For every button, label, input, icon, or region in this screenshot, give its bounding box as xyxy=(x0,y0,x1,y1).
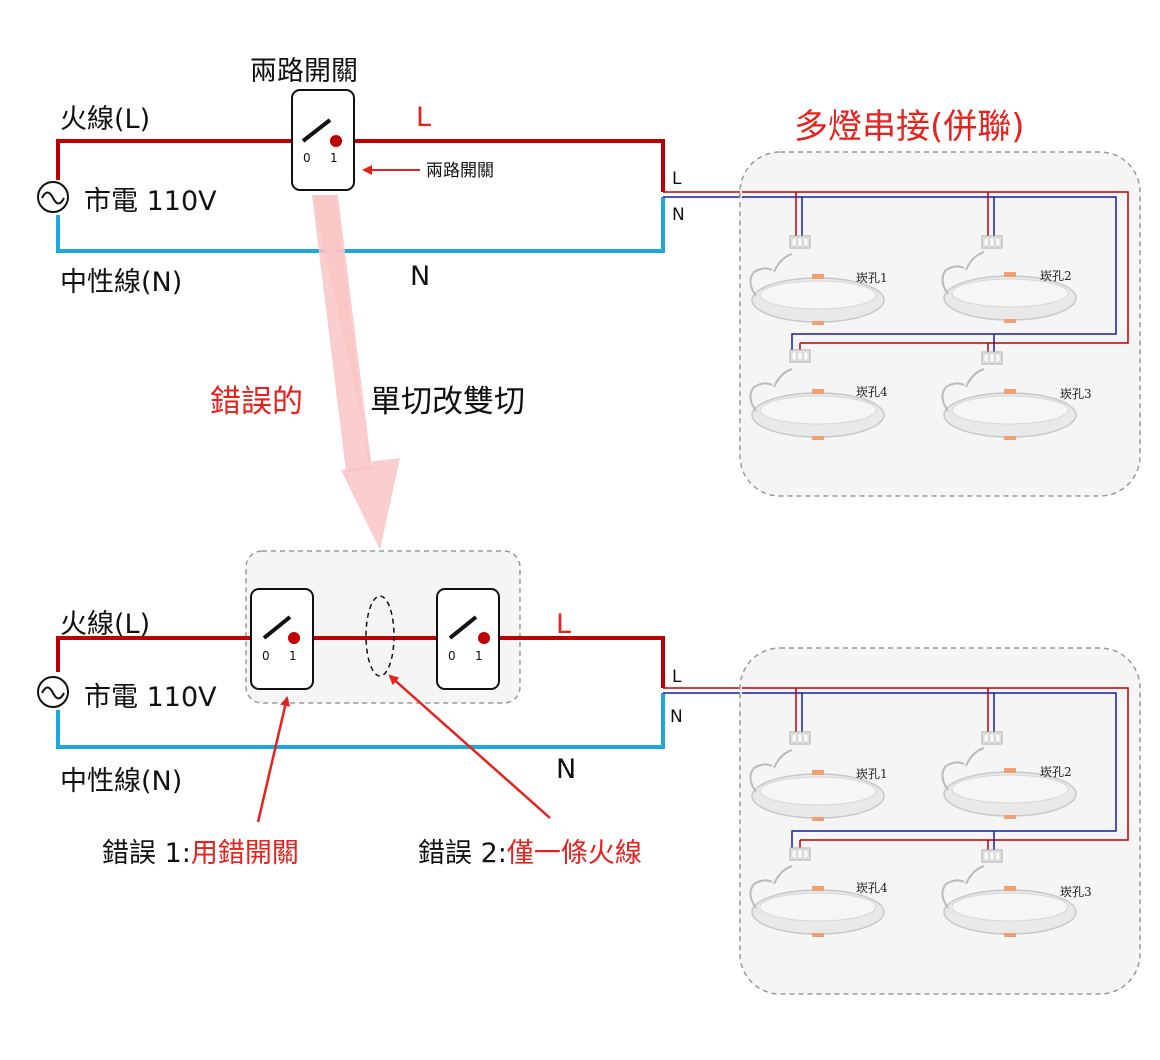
middle-black-text: 單切改雙切 xyxy=(370,384,525,420)
top-n-label: N xyxy=(410,261,430,292)
top-panel-l: L xyxy=(672,169,682,189)
middle-red-text: 錯誤的 xyxy=(210,384,303,420)
top-switch-box xyxy=(291,89,355,191)
top-panel-n: N xyxy=(672,205,685,225)
bottom-switch-2-pos-0: 0 xyxy=(448,649,456,663)
top-lamp-2-label: 崁孔2 xyxy=(1040,269,1072,283)
top-lamp-1-label: 崁孔1 xyxy=(856,271,888,285)
bottom-lamp-1-label: 崁孔1 xyxy=(856,767,888,781)
top-lamp-panel xyxy=(739,151,1141,497)
bottom-neutral-wire xyxy=(56,693,665,749)
top-neutral-wire xyxy=(56,197,665,253)
top-switch-contact xyxy=(330,135,342,147)
single-live-wire-marker xyxy=(365,595,395,677)
bottom-l-label: L xyxy=(556,609,571,640)
top-switch-callout: 兩路開關 xyxy=(426,161,494,181)
bottom-switch-1-pos-0: 0 xyxy=(262,649,270,663)
bottom-mains-label: 市電 110V xyxy=(84,682,217,713)
top-l-label: L xyxy=(416,102,431,133)
top-neutral-label: 中性線(N) xyxy=(60,267,182,298)
error-1-arrow xyxy=(256,696,291,823)
bottom-circuit xyxy=(37,550,742,823)
bottom-lamp-3-label: 崁孔3 xyxy=(1060,885,1092,899)
bottom-n-label: N xyxy=(556,754,576,785)
bottom-switch-2-box xyxy=(436,588,500,690)
error-1-label: 錯誤 1:用錯開關 xyxy=(102,838,299,869)
top-switch-pos-1: 1 xyxy=(330,151,338,165)
top-live-label: 火線(L) xyxy=(60,104,150,135)
bottom-panel-l: L xyxy=(672,667,682,687)
bottom-switch-1-box xyxy=(250,588,314,690)
top-circuit: 0 1 xyxy=(37,89,742,253)
top-switch-title: 兩路開關 xyxy=(250,56,358,87)
lamp-panel-title: 多燈串接(併聯) xyxy=(794,107,1025,147)
top-lamp-3-label: 崁孔3 xyxy=(1060,387,1092,401)
bottom-panel-n: N xyxy=(670,707,683,727)
error-2-arrow xyxy=(388,674,551,819)
bottom-live-label: 火線(L) xyxy=(60,609,150,640)
top-live-wire xyxy=(56,139,665,192)
bottom-neutral-label: 中性線(N) xyxy=(60,766,182,797)
top-switch-pos-0: 0 xyxy=(303,151,311,165)
bottom-lamp-panel xyxy=(739,647,1141,995)
bottom-lamp-4-label: 崁孔4 xyxy=(856,881,888,895)
bottom-switch-2-pos-1: 1 xyxy=(475,649,483,663)
top-lamp-4-label: 崁孔4 xyxy=(856,385,888,399)
bottom-switch-1-pos-1: 1 xyxy=(289,649,297,663)
top-mains-label: 市電 110V xyxy=(84,186,217,217)
error-2-label: 錯誤 2:僅一條火線 xyxy=(418,838,642,869)
bottom-lamp-2-label: 崁孔2 xyxy=(1040,765,1072,779)
